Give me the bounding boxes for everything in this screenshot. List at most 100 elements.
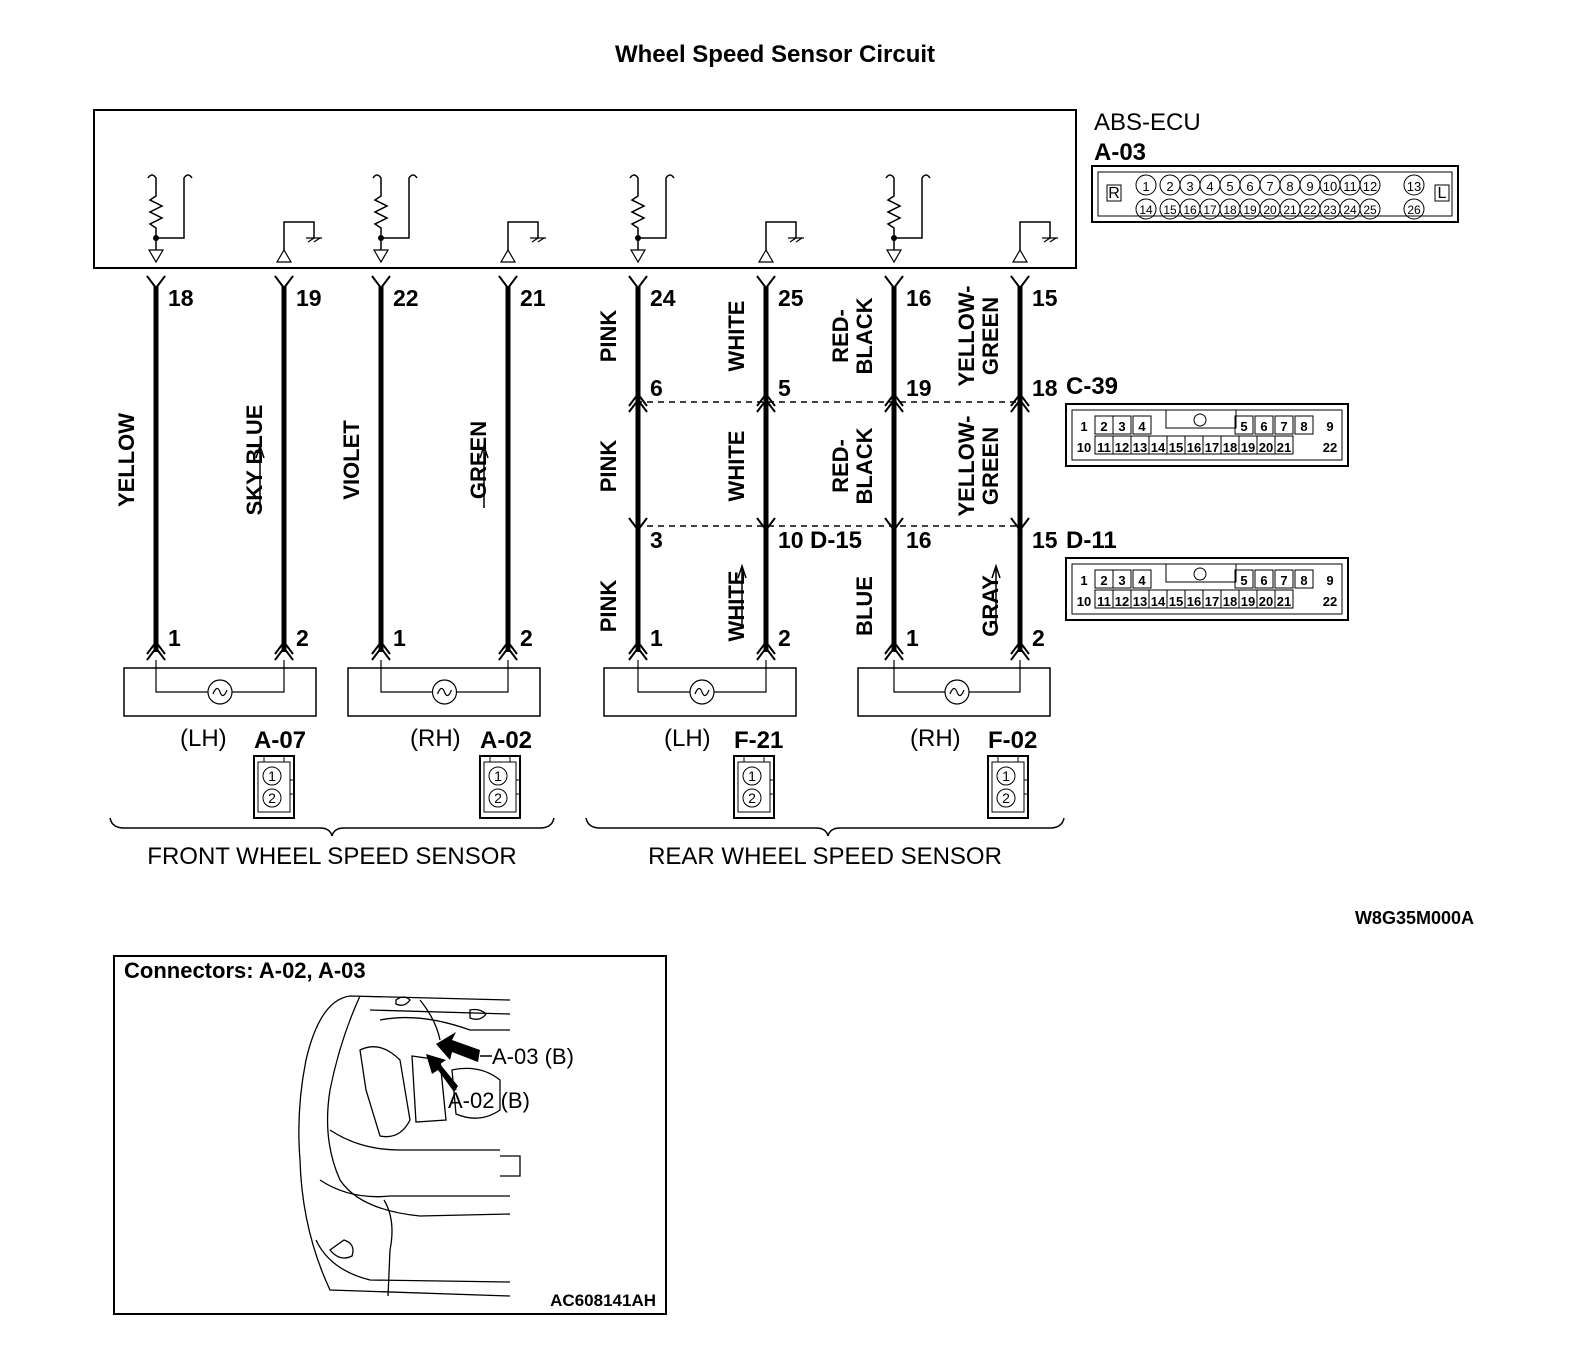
- sensor-side-label: (RH): [410, 725, 461, 752]
- ecu-face-pin: 4: [1206, 179, 1213, 194]
- callout-a03: A-03 (B): [492, 1044, 574, 1069]
- svg-text:RED-: RED-: [828, 439, 853, 493]
- signal-arrow-icon: [737, 563, 747, 628]
- ecu-face-pin: 19: [1243, 203, 1257, 217]
- arrow-a03-icon: [436, 1032, 480, 1062]
- ecu-pin-label: 21: [520, 285, 546, 311]
- ecu-input-resistor-icon: [147, 174, 193, 264]
- wire-color-label: YELLOW-GREEN: [954, 286, 1003, 387]
- ecu-face-pin: 18: [1223, 203, 1237, 217]
- c39-pin-label: 18: [1032, 375, 1058, 401]
- connector-face-pin: 10: [1077, 594, 1091, 609]
- ecu-face-pin: 2: [1166, 179, 1173, 194]
- sensor-connector-pin: 1: [1002, 768, 1010, 784]
- signal-arrow-icon: [479, 443, 489, 508]
- d11-label: D-11: [1066, 527, 1117, 554]
- connector-face-pin: 3: [1118, 573, 1125, 588]
- connector-face-pin: 22: [1323, 440, 1337, 455]
- d-pin-label: 3: [650, 527, 663, 553]
- ecu-terminal-icon: [146, 275, 166, 290]
- ecu-pin-label: 19: [296, 285, 322, 311]
- sensor-pin-label: 1: [650, 625, 663, 651]
- d-terminal-icon: [884, 517, 904, 532]
- ecu-face-pin: 9: [1306, 179, 1313, 194]
- connector-face-pin: 2: [1100, 419, 1107, 434]
- connector-face-pin: 4: [1138, 573, 1146, 588]
- rear-group-label: REAR WHEEL SPEED SENSOR: [648, 843, 1002, 870]
- svg-text:YELLOW: YELLOW: [114, 413, 139, 507]
- signal-arrow-icon: [255, 443, 265, 508]
- ecu-face-pin: 3: [1186, 179, 1193, 194]
- ecu-pin-label: 22: [393, 285, 419, 311]
- connector-face-pin: 7: [1280, 573, 1287, 588]
- connector-face-pin: 16: [1187, 594, 1201, 609]
- connector-face-pin: 1: [1080, 573, 1087, 588]
- svg-text:YELLOW-: YELLOW-: [954, 286, 979, 387]
- svg-text:GREEN: GREEN: [978, 297, 1003, 375]
- connector-face-pin: 16: [1187, 440, 1201, 455]
- ecu-face-pin: 1: [1142, 179, 1149, 194]
- ecu-face-pin: 8: [1286, 179, 1293, 194]
- sensor-pin-label: 1: [906, 625, 919, 651]
- ecu-pin-label: 16: [906, 285, 932, 311]
- svg-text:PINK: PINK: [596, 580, 621, 633]
- ecu-face-pin: R: [1108, 185, 1120, 202]
- sensor-connector-code: A-07: [254, 727, 306, 754]
- connector-location-inset: Connectors: A-02, A-03 A-03 (B) A-02 (B): [113, 955, 667, 1315]
- ecu-terminal-icon: [498, 275, 518, 290]
- svg-text:PINK: PINK: [596, 310, 621, 363]
- ecu-terminal-icon: [274, 275, 294, 290]
- ecu-face-pin: 12: [1363, 179, 1377, 194]
- ecu-internal-circuits: [147, 174, 1058, 264]
- connector-face-pin: 20: [1259, 440, 1273, 455]
- ecu-face-pin: 24: [1343, 203, 1357, 217]
- connector-face-pin: 6: [1260, 573, 1267, 588]
- ecu-face-pin: 20: [1263, 203, 1277, 217]
- sensor-connector-pin: 1: [268, 768, 276, 784]
- sensor-side-label: (LH): [664, 725, 711, 752]
- connector-face-pin: 12: [1115, 594, 1129, 609]
- d-pin-label: 15: [1032, 527, 1058, 553]
- connector-face-pin: 13: [1133, 440, 1147, 455]
- c39-pin-label: 19: [906, 375, 932, 401]
- connector-face-pin: 18: [1223, 594, 1237, 609]
- wire-color-label: PINK: [596, 580, 621, 633]
- wire-color-label: YELLOW-GREEN: [954, 416, 1003, 517]
- svg-text:YELLOW-: YELLOW-: [954, 416, 979, 517]
- ecu-face-pin: 10: [1323, 179, 1337, 194]
- ecu-face-pin: 17: [1203, 203, 1217, 217]
- connector-face-pin: 17: [1205, 594, 1219, 609]
- ecu-face-pin: 16: [1183, 203, 1197, 217]
- sensor-terminal-icon: [146, 640, 166, 661]
- front-brace: [109, 817, 555, 837]
- connector-face-pin: 13: [1133, 594, 1147, 609]
- connector-face-pin: 9: [1326, 573, 1333, 588]
- connector-face-pin: 21: [1277, 594, 1291, 609]
- connector-face-pin: 17: [1205, 440, 1219, 455]
- sensor-connector-pin: 1: [748, 768, 756, 784]
- connector-face-pin: 22: [1323, 594, 1337, 609]
- sensor-connector-pin: 2: [748, 790, 756, 806]
- abs-ecu-box: [93, 109, 1077, 269]
- ecu-terminal-icon: [756, 275, 776, 290]
- connector-face-pin: 14: [1151, 594, 1166, 609]
- ecu-face-pin: 23: [1323, 203, 1337, 217]
- ecu-face-pin: 26: [1407, 203, 1421, 217]
- sensor-terminal-icon: [884, 640, 904, 661]
- ecu-input-resistor-icon: [372, 174, 418, 264]
- connector-face-pin: 3: [1118, 419, 1125, 434]
- ecu-face-pin: 5: [1226, 179, 1233, 194]
- connector-face-pin: 20: [1259, 594, 1273, 609]
- ecu-input-resistor-icon: [885, 174, 931, 264]
- ecu-terminal-icon: [628, 275, 648, 290]
- ecu-face-pin: 25: [1363, 203, 1377, 217]
- connector-face-pin: 8: [1300, 419, 1307, 434]
- ecu-connector-code: A-03: [1094, 139, 1146, 166]
- svg-text:RED-: RED-: [828, 309, 853, 363]
- ecu-terminal-icon: [371, 275, 391, 290]
